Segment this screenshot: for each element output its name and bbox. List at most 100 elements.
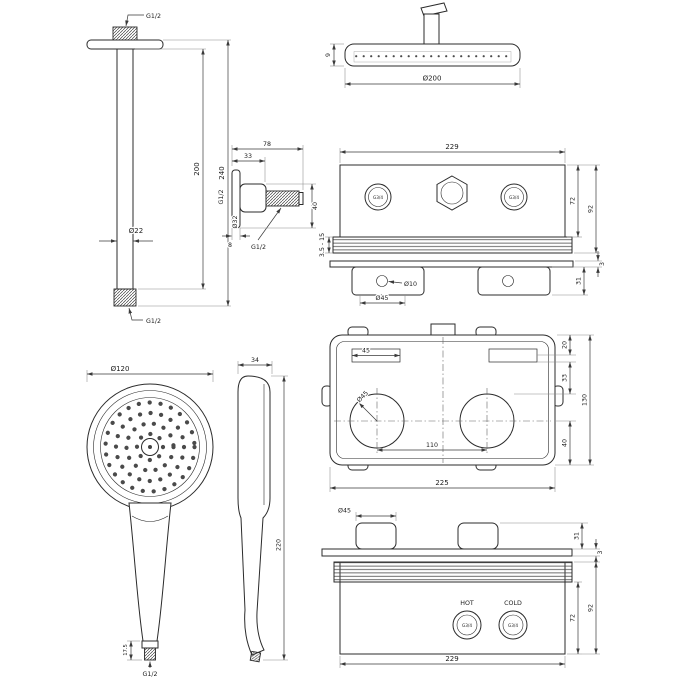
hc-cold-port-thread: G3/4 (508, 623, 518, 628)
head-connector-stem (423, 13, 440, 47)
valve-mount-box-right (477, 266, 551, 296)
dim-arm-pipe-diameter: Ø22 (129, 227, 143, 235)
valve-hc-dimensions: Ø45 31 3 72 92 229 (337, 505, 605, 668)
dim-hc-total-height: 92 (588, 604, 595, 612)
ceiling-arm-view: G1/2 200 240 Ø22 G1/2 (86, 13, 231, 325)
valve-hot-cold-view: G3/4 G3/4 HOT COLD Ø45 31 3 72 (321, 505, 605, 668)
hand-side-profile (237, 375, 271, 656)
hand-shower-front-dimensions: Ø120 17.5 G1/2 (86, 364, 214, 679)
dim-hand-nipple-length: 17.5 (123, 644, 129, 656)
dim-hand-side-length: 220 (276, 539, 283, 551)
valve-body (339, 164, 566, 238)
dim-body-top: 20 (562, 341, 569, 349)
hand-handle-lever (131, 515, 169, 522)
dim-outlet-body-diameter: Ø32 (231, 216, 239, 229)
dim-hc-plate-thickness: 3 (597, 550, 604, 554)
hc-cold-label: COLD (504, 600, 522, 607)
dim-body-bottom: 40 (562, 439, 569, 447)
hc-hot-label: HOT (460, 600, 474, 607)
hc-knob-profile-right (457, 522, 499, 550)
hand-shower-front-view: Ø120 17.5 G1/2 (86, 364, 214, 679)
arm-bottom-thread (113, 288, 137, 307)
hand-shower-front-geometry (86, 383, 214, 661)
hand-shower-side-dimensions: 34 220 (237, 356, 288, 661)
hc-knob-profile-left (355, 522, 397, 550)
arm-pipe (116, 48, 134, 290)
dim-arm-thread-bottom: G1/2 (146, 318, 161, 325)
nozzle-ring-mid (113, 410, 187, 484)
dim-arm-length-outer: 240 (218, 166, 226, 179)
valve-center-hex (436, 175, 468, 211)
head-nozzle-band (353, 51, 512, 63)
valve-port-left-thread: G3/4 (373, 195, 383, 200)
nozzle-ring-outer (103, 400, 197, 494)
dim-hc-box-height: 31 (574, 532, 581, 540)
dim-valve-plate-thickness: 3 (599, 262, 606, 266)
wall-outlet-view: 78 33 G1/2 Ø32 8 G1/2 40 (217, 140, 320, 251)
dim-body-height: 130 (582, 394, 589, 406)
dim-body-slot-width: 45 (362, 348, 370, 355)
arm-top-thread (112, 26, 138, 41)
valve-pipe-hole-right (502, 275, 514, 287)
dim-outlet-wall-thread: G1/2 (218, 189, 225, 204)
arm-ceiling-flange (86, 39, 164, 50)
nozzle-ring-inner (124, 421, 176, 473)
hc-hot-knob (452, 610, 482, 640)
dim-arm-length-inner: 200 (193, 162, 201, 175)
dim-outlet-width: 78 (263, 141, 271, 148)
valve-hc-geometry: G3/4 G3/4 HOT COLD (321, 522, 573, 655)
dim-hc-body-height: 72 (570, 614, 577, 622)
ceiling-arm-dimensions: G1/2 200 240 Ø22 G1/2 (99, 13, 231, 325)
valve-port-right-thread: G3/4 (509, 195, 519, 200)
valve-mount-box-left (351, 266, 425, 296)
dim-hand-thread: G1/2 (142, 671, 157, 678)
overhead-shower-geometry (344, 2, 521, 67)
nozzle-ring-center (134, 431, 166, 463)
overhead-shower-view: 9 Ø200 (324, 2, 521, 88)
dim-outlet-height: 40 (312, 202, 319, 210)
dim-valve-pipe-diameter: Ø10 (404, 280, 417, 288)
dim-valve-depth-range: 3.5 - 15 (319, 233, 326, 257)
dim-valve-total-height: 92 (588, 205, 595, 213)
dim-hand-side-width: 34 (251, 357, 259, 364)
overhead-shower-dimensions: 9 Ø200 (324, 43, 521, 88)
hc-plate-profile (321, 548, 573, 557)
valve-port-right (500, 183, 528, 211)
dim-outlet-thread-size: G1/2 (251, 244, 266, 251)
valve-slat-strip (332, 236, 573, 254)
valve-port-left (364, 183, 392, 211)
valve-front-geometry: G3/4 G3/4 (329, 164, 574, 296)
wall-outlet-dimensions: 78 33 G1/2 Ø32 8 G1/2 40 (217, 140, 320, 251)
ceiling-arm-geometry (86, 26, 164, 307)
body-outline (329, 334, 556, 466)
valve-body-view: 45 Ø45 110 225 20 33 40 130 (321, 323, 594, 492)
dim-hc-knob-diameter: Ø45 (338, 507, 351, 515)
hand-nipple-collar (141, 640, 159, 649)
hc-hot-port-thread: G3/4 (462, 623, 472, 628)
outlet-body (239, 183, 267, 213)
hc-cold-knob (498, 610, 528, 640)
head-connector-cap (420, 2, 448, 17)
dim-hand-head-diameter: Ø120 (111, 365, 130, 373)
valve-body-geometry (321, 323, 564, 471)
valve-front-dimensions: 229 72 92 3.5 - 15 Ø10 Ø45 31 3 (318, 142, 607, 306)
valve-mount-plate (329, 260, 574, 268)
dim-valve-width: 229 (445, 143, 458, 151)
dim-valve-cutout-diameter: Ø45 (376, 294, 389, 302)
dim-valve-body-height: 72 (570, 197, 577, 205)
hand-handle (128, 502, 172, 642)
dim-body-mid: 33 (562, 374, 569, 382)
dim-outlet-plate-thickness: 8 (228, 242, 232, 249)
dim-head-diameter: Ø200 (423, 75, 442, 83)
dim-valve-box-height: 31 (576, 277, 583, 285)
valve-front-view: G3/4 G3/4 229 72 92 (318, 142, 607, 306)
valve-pipe-hole-left (376, 275, 388, 287)
dim-head-thickness: 9 (325, 53, 332, 57)
dim-hc-width: 229 (445, 655, 458, 663)
dim-arm-thread-top: G1/2 (146, 13, 161, 20)
hand-nipple-thread (144, 647, 156, 661)
hand-shower-side-geometry (237, 375, 271, 663)
outlet-thread-tip (298, 192, 304, 205)
